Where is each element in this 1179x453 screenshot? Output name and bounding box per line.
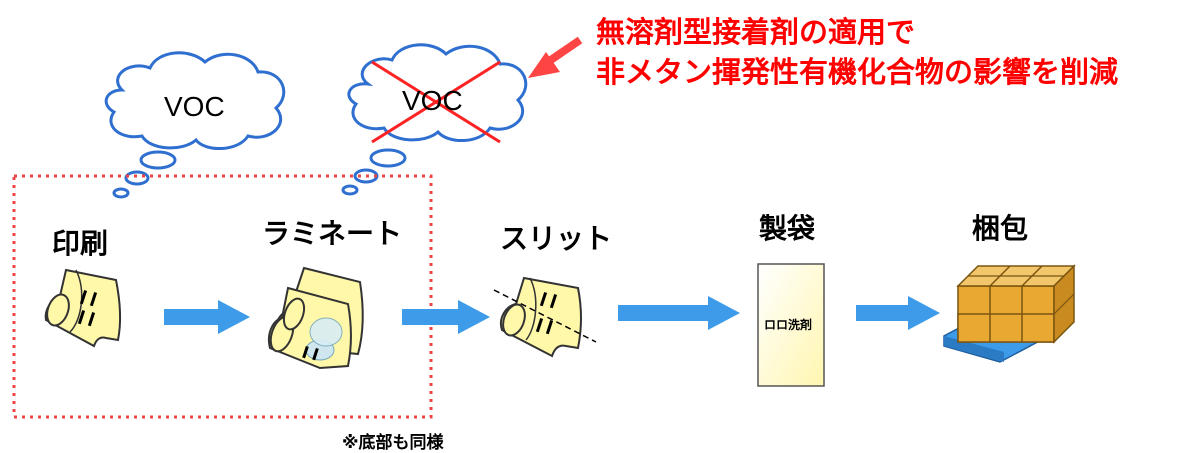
stage-label-print: 印刷: [52, 227, 109, 260]
cloud-shape: [104, 51, 286, 151]
stage-label-bag: 製袋: [759, 212, 816, 245]
cloud-bubble: [112, 187, 130, 199]
package-label: ロロ洗剤: [764, 318, 813, 332]
cloud-bubble: [369, 148, 407, 168]
voc-cloud-right: [341, 43, 528, 196]
red-note: 無溶剤型接着剤の適用で 非メタン揮発性有機化合物の影響を削減: [596, 12, 1118, 92]
cloud-bubble: [124, 170, 150, 186]
footnote: ※底部も同様: [342, 433, 444, 453]
printed-film-icon: [44, 268, 122, 348]
red-note-line2: 非メタン揮発性有機化合物の影響を削減: [596, 55, 1119, 89]
cloud-bubble: [341, 184, 359, 196]
laminate-film-icon: [268, 266, 364, 370]
process-arrow-4: [856, 296, 940, 330]
voc-label-right: VOC: [402, 85, 463, 116]
process-arrow-1: [164, 300, 250, 334]
process-arrow-3: [618, 296, 740, 330]
stage-label-laminate: ラミネート: [262, 217, 403, 250]
pallet-boxes-icon: [943, 264, 1076, 363]
cloud-shape: [347, 43, 528, 143]
strike-line: [371, 60, 501, 144]
cloud-bubble: [139, 150, 177, 170]
stage-label-pack: 梱包: [972, 212, 1029, 245]
voc-label-left: VOC: [164, 91, 225, 122]
bag-icon: [757, 263, 825, 387]
dashed-boundary-box: [12, 174, 433, 419]
process-arrow-2: [402, 300, 490, 334]
voc-cloud-left: [104, 51, 286, 199]
slit-film-icon: [493, 276, 597, 358]
red-note-line1: 無溶剤型接着剤の適用で: [596, 15, 916, 49]
callout-arrow: [528, 36, 583, 78]
stage-label-slit: スリット: [500, 222, 613, 255]
